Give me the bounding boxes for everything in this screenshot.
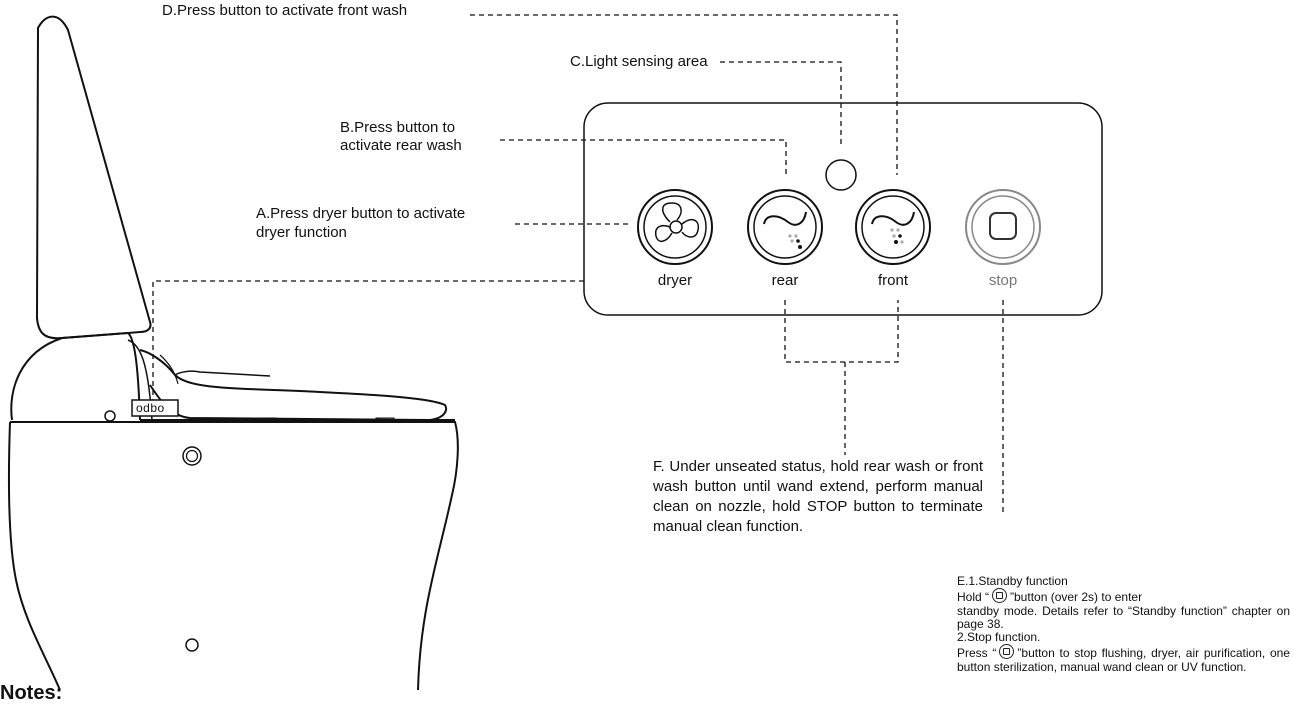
note-e-title2: 2.Stop function. (957, 630, 1041, 645)
label-c: C.Light sensing area (570, 53, 708, 70)
leader-b (500, 139, 787, 178)
toilet-upper-circle (182, 446, 202, 466)
note-e: E.1.Standby function Hold “”button (over… (957, 574, 1290, 674)
leader-lines (152, 14, 1004, 515)
toilet-bowl (10, 421, 459, 691)
note-e-line3: Press “”button to stop flushing, dryer, … (957, 644, 1290, 674)
toilet-tank (10, 331, 141, 421)
label-b-line2: activate rear wash (340, 137, 462, 154)
leader-side (152, 280, 584, 400)
side-panel-badge: odbo (136, 401, 165, 415)
leader-f (784, 300, 899, 363)
label-d: D.Press button to activate front wash (162, 2, 408, 19)
label-a-line1: A.Press dryer button to activate (256, 205, 466, 222)
dryer-button-art (637, 189, 713, 265)
leader-d (470, 14, 898, 175)
fan-icon (654, 202, 700, 242)
stop-button-art (965, 189, 1041, 265)
toilet-lower-circle (185, 638, 199, 652)
label-a-line2: dryer function (256, 224, 347, 241)
light-sensor (825, 159, 857, 191)
stop-square-icon (989, 212, 1017, 240)
leader-c (720, 61, 842, 145)
dryer-button-label: dryer (657, 272, 693, 289)
stop-button-label: stop (988, 272, 1018, 289)
note-e-line2: standby mode. Details refer to “Standby … (957, 603, 1290, 631)
side-panel-box (131, 399, 179, 417)
front-button-art (855, 189, 931, 265)
note-f: F. Under unseated status, hold rear wash… (653, 458, 983, 535)
rear-button-art (747, 189, 823, 265)
note-e-line1: Hold “”button (over 2s) to enter (957, 588, 1143, 605)
label-b-line1: B.Press button to (340, 119, 456, 136)
stop-mini-icon (992, 588, 1008, 604)
rear-wash-icon (763, 211, 807, 249)
front-button-label: front (877, 272, 908, 289)
rear-button-label: rear (771, 272, 799, 289)
toilet-lid (35, 15, 152, 340)
toilet-seat (139, 349, 448, 422)
notes-title: Notes: (0, 682, 63, 704)
front-wash-icon (871, 211, 915, 244)
note-e-title: E.1.Standby function (957, 574, 1068, 588)
control-panel (583, 102, 1103, 316)
stop-mini-icon (999, 644, 1015, 660)
